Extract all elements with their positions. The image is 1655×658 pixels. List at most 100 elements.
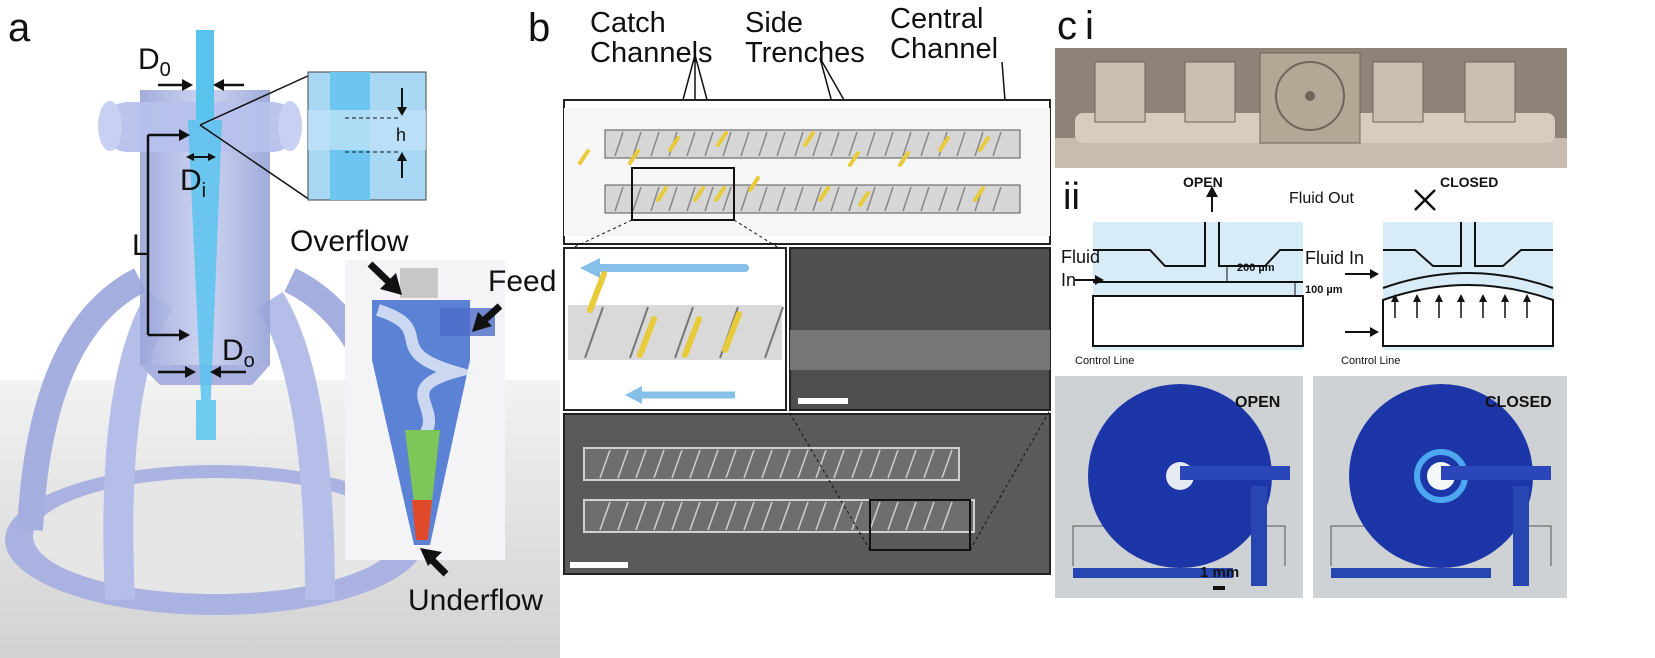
catch-slit: [758, 131, 768, 157]
catch-slit: [704, 186, 714, 212]
bead: [898, 151, 910, 167]
catch-slit: [815, 501, 827, 531]
bead: [587, 271, 607, 313]
catch-slit: [905, 501, 917, 531]
catch-slit: [617, 449, 629, 479]
catch-slit: [668, 186, 678, 212]
catch-slit: [866, 186, 876, 212]
bead: [848, 151, 860, 167]
bead: [716, 131, 728, 147]
catch-slit: [743, 449, 755, 479]
catch-slit: [725, 449, 737, 479]
panel-b: b Catch Channels Side Trenches Central C…: [520, 0, 1060, 658]
catch-slit: [635, 449, 647, 479]
catch-slit: [956, 131, 966, 157]
pressure-arrow-head: [1479, 294, 1487, 302]
catch-slit: [743, 501, 755, 531]
catch-slit: [635, 501, 647, 531]
catch-slit: [650, 131, 660, 157]
catch-slit: [629, 306, 649, 359]
h-label: h: [396, 125, 407, 145]
catch-slit: [815, 449, 827, 479]
catch-slit: [902, 186, 912, 212]
panel-b-letter: b: [528, 6, 551, 50]
catch-slit: [758, 186, 768, 212]
catch-slit: [812, 186, 822, 212]
catch-slit: [851, 449, 863, 479]
central-channel-label: Central Channel: [890, 3, 999, 66]
catch-slit: [812, 131, 822, 157]
catch-slit: [869, 449, 881, 479]
bead: [668, 136, 680, 152]
pressure-arrow-head: [1523, 294, 1531, 302]
catch-slit: [776, 186, 786, 212]
bead: [748, 176, 760, 192]
panel-a: a: [0, 0, 560, 658]
top-catch-slits: [614, 131, 1002, 212]
closed-label-schematic: CLOSED: [1440, 174, 1499, 190]
dim-200: 200 µm: [1237, 262, 1275, 274]
photo-ports: [1094, 61, 1516, 123]
catch-slit: [686, 186, 696, 212]
catch-slit: [650, 186, 660, 212]
catch-slit: [614, 186, 624, 212]
catch-slit: [632, 186, 642, 212]
scale-bar-label: 1 mm: [1200, 564, 1240, 581]
side-trenches-label: Side Trenches: [745, 7, 865, 70]
catch-slit: [866, 131, 876, 157]
catch-slit: [761, 449, 773, 479]
d0-label: D0: [138, 43, 171, 81]
catch-slit: [794, 131, 804, 157]
catch-slit: [938, 186, 948, 212]
pressure-arrow-head: [1413, 294, 1421, 302]
catch-slit: [617, 501, 629, 531]
closed-photo-label: CLOSED: [1485, 394, 1552, 411]
bead: [682, 316, 702, 358]
bead: [858, 191, 870, 207]
overflow-label: Overflow: [290, 225, 409, 258]
top-beads: [578, 131, 990, 207]
catch-slit: [722, 131, 732, 157]
catch-slit: [722, 186, 732, 212]
catch-slit: [884, 131, 894, 157]
catch-slit: [869, 501, 881, 531]
catch-slit: [833, 449, 845, 479]
catch-slit: [848, 131, 858, 157]
catch-slit: [707, 449, 719, 479]
bead: [818, 186, 830, 202]
bead: [803, 131, 815, 147]
dim-100: 100 µm: [1305, 284, 1343, 296]
catch-slit: [761, 501, 773, 531]
pressure-arrow-head: [1457, 294, 1465, 302]
catch-slit: [902, 131, 912, 157]
catch-slit: [797, 501, 809, 531]
catch-slit: [599, 449, 611, 479]
catch-slit: [740, 131, 750, 157]
bead: [693, 186, 705, 202]
catch-slit: [707, 501, 719, 531]
catch-slit: [674, 306, 694, 359]
catch-slit: [704, 131, 714, 157]
catch-slit: [764, 306, 784, 359]
catch-slit: [992, 131, 1002, 157]
catch-slit: [920, 186, 930, 212]
catch-slit: [632, 131, 642, 157]
catch-slit: [584, 306, 604, 359]
fluid-in-right-label: Fluid In: [1305, 248, 1365, 268]
catch-slit: [887, 501, 899, 531]
di-label: Di: [180, 164, 207, 202]
device-photo: [1055, 48, 1567, 168]
catch-slit: [794, 186, 804, 212]
pressure-arrows: [1391, 294, 1531, 318]
catch-slit: [992, 186, 1002, 212]
catch-slit: [956, 186, 966, 212]
catch-slit: [725, 501, 737, 531]
catch-slit: [830, 131, 840, 157]
pressure-arrow-head: [1435, 294, 1443, 302]
cyclone-illustration: [0, 30, 560, 658]
bead: [722, 311, 742, 353]
catch-slit: [797, 449, 809, 479]
